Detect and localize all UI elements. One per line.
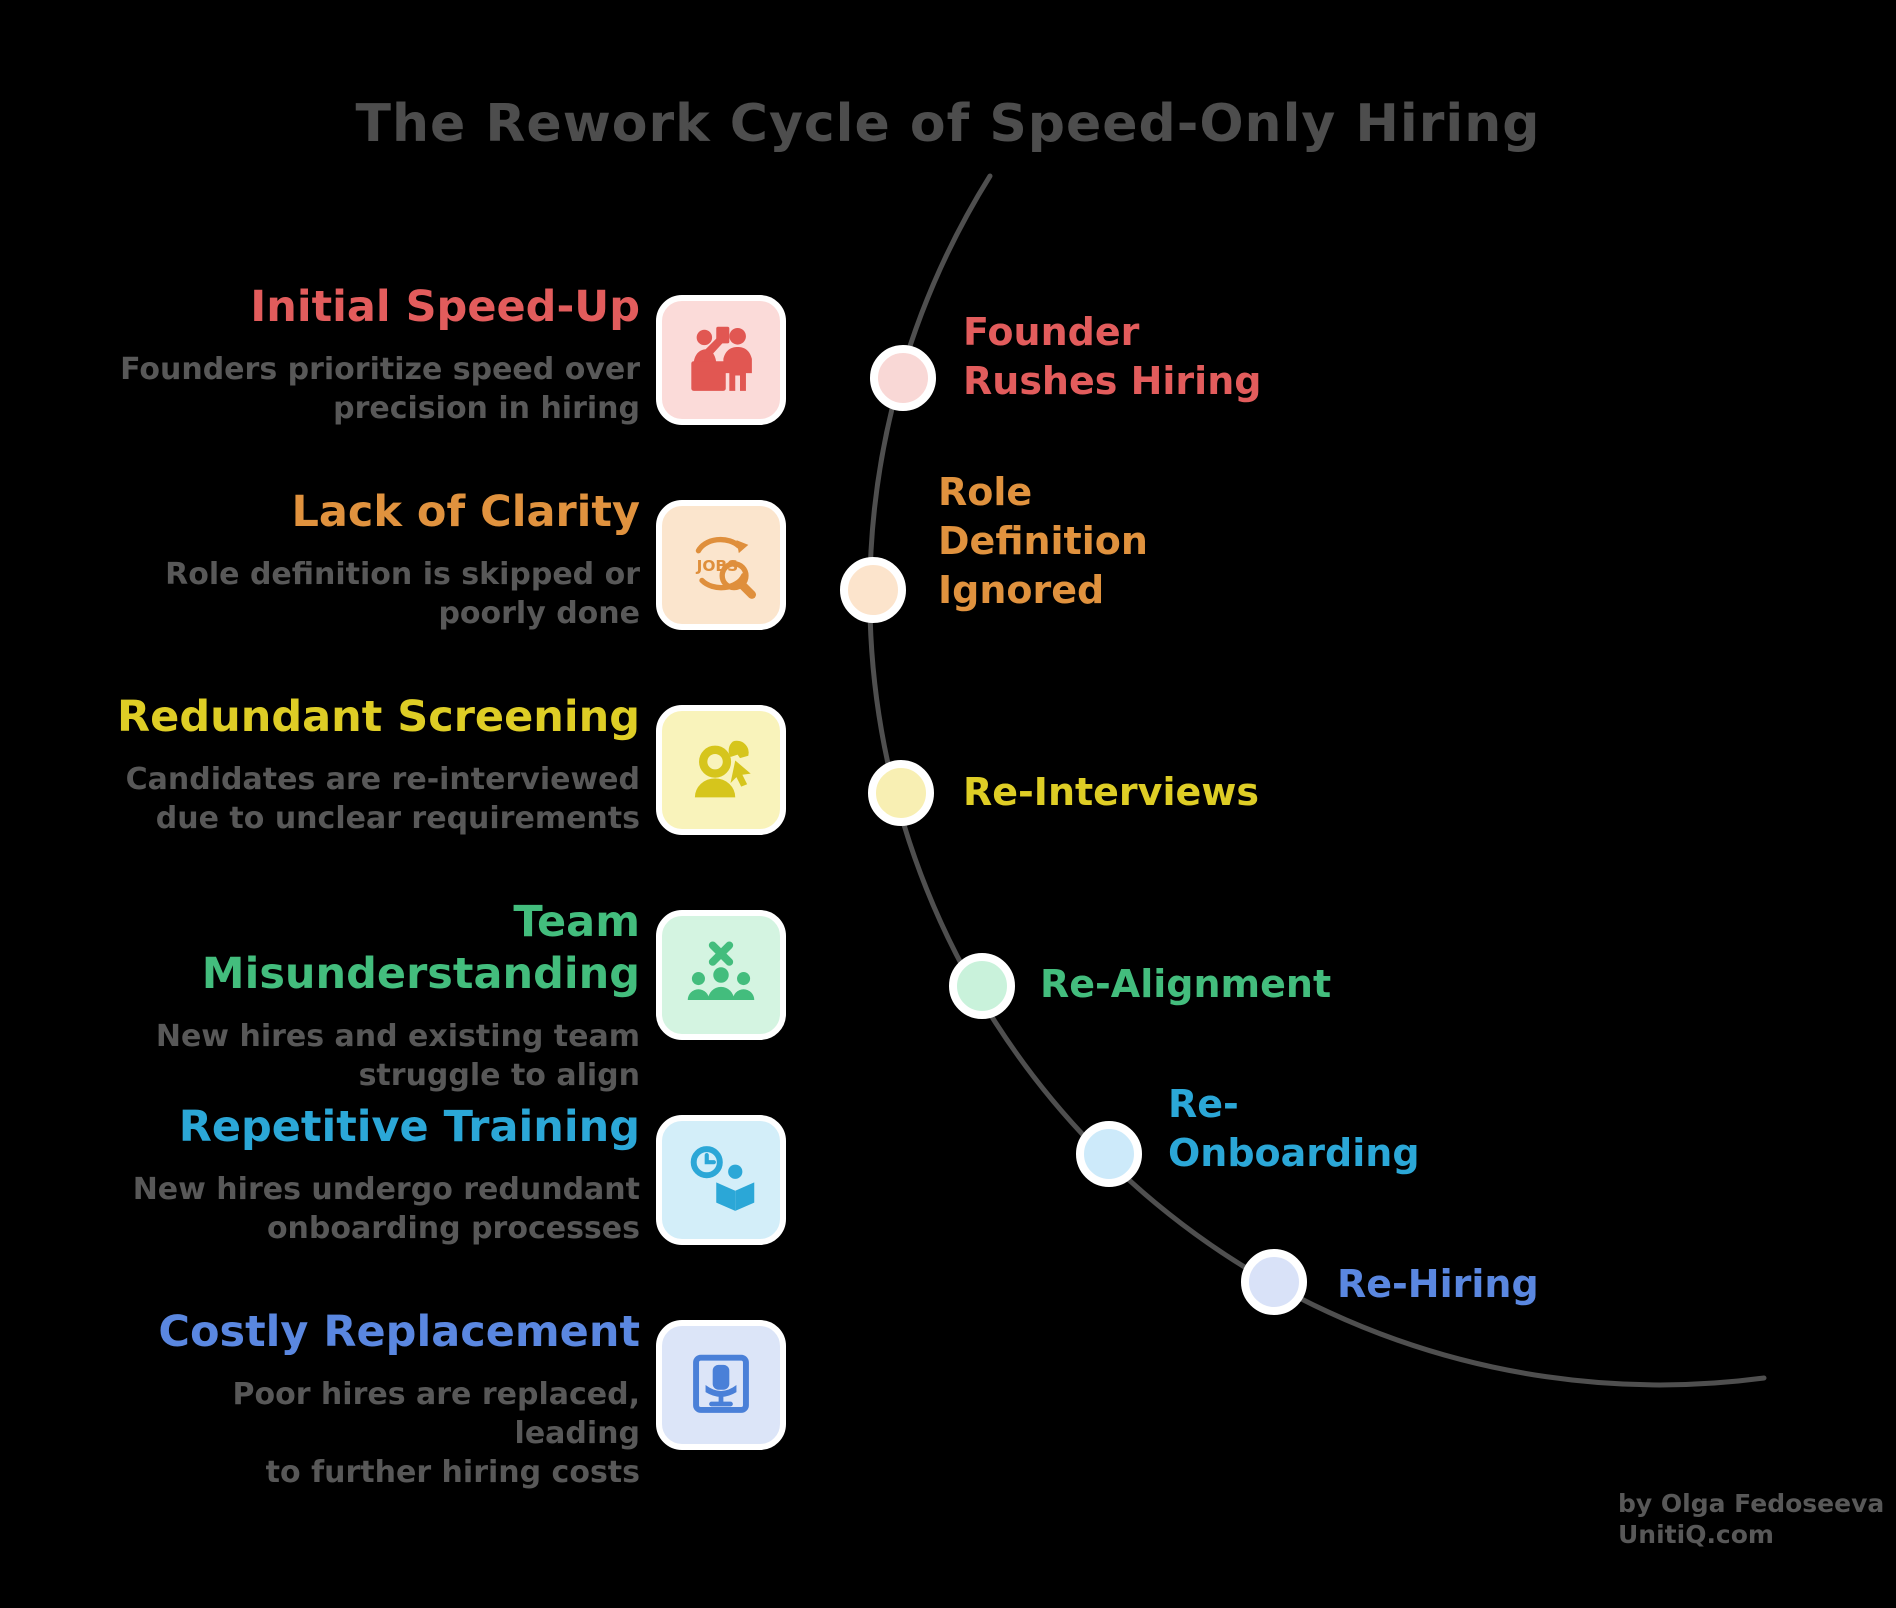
- milestone-label-line: Role: [938, 470, 1033, 514]
- credit-site: UnitiQ.com: [1618, 1520, 1774, 1549]
- section-description: Role definition is skipped or poorly don…: [100, 555, 640, 633]
- jobs-search-glyph: JOBS: [696, 536, 757, 599]
- section-title: Initial Speed-Up: [250, 282, 640, 332]
- section-title: Redundant Screening: [117, 692, 640, 742]
- svg-text:JOBS: JOBS: [696, 557, 739, 575]
- team-x-icon: [656, 910, 786, 1040]
- milestone-dot-re-onboarding: [1076, 1121, 1142, 1187]
- credit: by Olga Fedoseeva UnitiQ.com: [1618, 1488, 1884, 1550]
- description-line: struggle to align: [358, 1058, 640, 1093]
- cycle-arc-path: [867, 173, 1767, 1388]
- milestone-dot-re-interviews: [868, 760, 934, 826]
- milestone-label: Founder Rushes Hiring: [963, 308, 1261, 406]
- team-x-glyph: [687, 941, 755, 1000]
- section-description: New hires and existing team struggle to …: [100, 1017, 640, 1095]
- office-chair-glyph: [693, 1354, 749, 1413]
- description-line: onboarding processes: [266, 1211, 640, 1246]
- description-line: precision in hiring: [333, 391, 640, 426]
- milestone-label-line: Re-Interviews: [963, 770, 1259, 814]
- description-line: poorly done: [438, 596, 640, 631]
- section-redundant-screening: Redundant Screening Candidates are re-in…: [100, 691, 640, 838]
- section-title: Team Misunderstanding: [201, 897, 640, 999]
- jobs-search-icon: JOBS: [656, 500, 786, 630]
- description-line: due to unclear requirements: [155, 801, 640, 836]
- description-line: Poor hires are replaced, leading: [232, 1377, 640, 1451]
- section-costly-replacement: Costly Replacement Poor hires are replac…: [100, 1306, 640, 1492]
- description-line: Candidates are re-interviewed: [125, 762, 640, 797]
- section-description: Founders prioritize speed over precision…: [100, 350, 640, 428]
- description-line: New hires undergo redundant: [132, 1172, 640, 1207]
- milestone-label: Re- Onboarding: [1168, 1080, 1420, 1178]
- office-chair-icon: [656, 1320, 786, 1450]
- milestone-dot-founder-rushes-hiring: [870, 345, 936, 411]
- candidate-cursor-glyph: [694, 740, 751, 798]
- milestone-dot-re-alignment: [949, 953, 1015, 1019]
- section-title: Lack of Clarity: [291, 487, 640, 537]
- section-lack-of-clarity: Lack of Clarity Role definition is skipp…: [100, 486, 640, 633]
- milestone-label-line: Re-Hiring: [1337, 1262, 1539, 1306]
- section-initial-speed-up: Initial Speed-Up Founders prioritize spe…: [100, 281, 640, 428]
- milestone-dot-re-hiring: [1241, 1249, 1307, 1315]
- milestone-label: Re-Interviews: [963, 768, 1259, 817]
- milestone-label-line: Re-: [1168, 1082, 1239, 1126]
- page-title: The Rework Cycle of Speed-Only Hiring: [355, 94, 1541, 154]
- description-line: Role definition is skipped or: [165, 557, 640, 592]
- milestone-label-line: Founder: [963, 310, 1140, 354]
- milestone-label: Role Definition Ignored: [938, 468, 1148, 615]
- milestone-label-line: Rushes Hiring: [963, 359, 1262, 403]
- milestone-label: Re-Hiring: [1337, 1260, 1539, 1309]
- section-team-misunderstanding: Team Misunderstanding New hires and exis…: [100, 896, 640, 1095]
- training-clock-icon: [656, 1115, 786, 1245]
- milestone-label-line: Onboarding: [1168, 1131, 1420, 1175]
- milestone-label: Re-Alignment: [1040, 960, 1331, 1009]
- description-line: New hires and existing team: [155, 1019, 640, 1054]
- description-line: Founders prioritize speed over: [120, 352, 640, 387]
- credit-author: by Olga Fedoseeva: [1618, 1489, 1885, 1518]
- reception-desk-glyph: [691, 326, 752, 391]
- section-description: Poor hires are replaced, leading to furt…: [100, 1375, 640, 1492]
- section-description: Candidates are re-interviewed due to unc…: [100, 760, 640, 838]
- description-line: to further hiring costs: [265, 1455, 640, 1490]
- reception-desk-icon: [656, 295, 786, 425]
- section-description: New hires undergo redundant onboarding p…: [100, 1170, 640, 1248]
- section-title: Costly Replacement: [158, 1307, 640, 1357]
- section-repetitive-training: Repetitive Training New hires undergo re…: [100, 1101, 640, 1248]
- training-clock-glyph: [690, 1146, 755, 1211]
- milestone-label-line: Definition: [938, 519, 1148, 563]
- milestone-label-line: Re-Alignment: [1040, 962, 1332, 1006]
- section-title: Repetitive Training: [178, 1102, 640, 1152]
- milestone-label-line: Ignored: [938, 568, 1105, 612]
- candidate-cursor-icon: [656, 705, 786, 835]
- milestone-dot-role-definition-ignored: [840, 557, 906, 623]
